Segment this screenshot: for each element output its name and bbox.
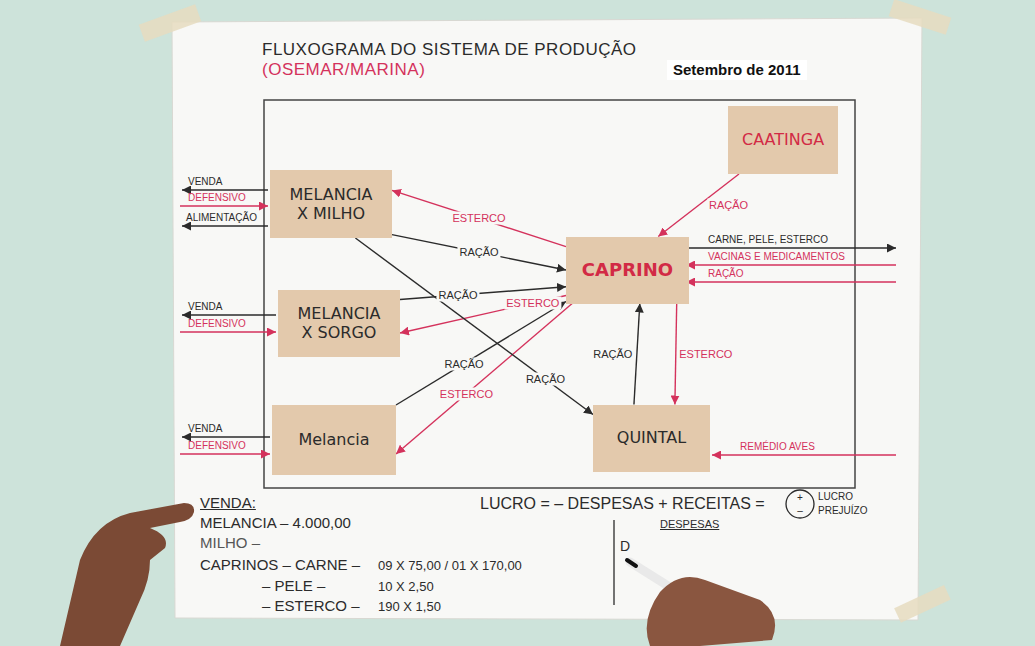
flow-label: VENDA xyxy=(188,301,222,313)
edge-label: ESTERCO xyxy=(677,348,734,361)
pen-tip xyxy=(627,560,636,566)
edge-label: RAÇÃO xyxy=(457,246,500,259)
edge-label: ESTERCO xyxy=(438,387,495,400)
profit-formula: LUCRO = – DESPESAS + RECEITAS = xyxy=(480,494,765,513)
source-box: CAATINGA xyxy=(728,106,838,174)
left-hand xyxy=(60,503,194,646)
input-arrow xyxy=(180,331,276,332)
tape xyxy=(139,4,202,41)
process-box: QUINTAL xyxy=(593,405,710,472)
process-box: CAPRINO xyxy=(566,237,689,304)
output-arrow xyxy=(182,225,268,226)
result-circle xyxy=(786,490,814,518)
sales-heading: VENDA: xyxy=(200,494,256,512)
edge-label: RAÇÃO xyxy=(524,373,567,386)
node-label: Melancia xyxy=(286,430,382,449)
sales-line: MILHO – xyxy=(200,534,260,552)
edge-label: RAÇÃO xyxy=(591,348,634,361)
flow-label: CARNE, PELE, ESTERCO xyxy=(708,234,828,246)
flow-label: VENDA xyxy=(188,423,222,435)
flow-label: VACINAS E MEDICAMENTOS xyxy=(708,251,845,263)
flow-arrow xyxy=(400,295,566,333)
diagram-title: FLUXOGRAMA DO SISTEMA DE PRODUÇÃO (OSEMA… xyxy=(262,40,657,80)
edge-label: RAÇÃO xyxy=(707,199,750,212)
output-arrow xyxy=(182,189,268,190)
edge-label: ESTERCO xyxy=(504,296,561,309)
flow-arrow xyxy=(634,304,640,405)
node-label: QUINTAL xyxy=(607,428,696,447)
node-label: MELANCIA X SORGO xyxy=(292,304,386,342)
flow-label: DEFENSIVO xyxy=(188,318,246,330)
output-arrow xyxy=(182,314,276,315)
sales-value: 09 X 75,00 / 01 X 170,00 xyxy=(378,558,522,574)
sales-line: MELANCIA – 4.000,00 xyxy=(200,514,351,532)
process-box: Melancia xyxy=(272,405,396,475)
input-arrow xyxy=(180,205,268,206)
divider-line xyxy=(613,520,614,605)
tape xyxy=(894,585,951,623)
tape xyxy=(889,0,952,35)
sales-line: CAPRINOS – CARNE – xyxy=(200,556,360,574)
sign-symbol: – xyxy=(797,505,803,517)
node-label: CAATINGA xyxy=(742,130,824,149)
process-box: MELANCIA X MILHO xyxy=(270,170,392,238)
flow-arrow xyxy=(396,301,566,405)
edge-label: ESTERCO xyxy=(450,212,507,225)
node-label: MELANCIA X MILHO xyxy=(284,185,378,223)
input-arrow xyxy=(686,264,896,265)
written-letter: D xyxy=(620,538,630,555)
sign-symbol: + xyxy=(797,492,803,504)
right-hand xyxy=(647,577,775,646)
edge-label: RAÇÃO xyxy=(442,357,485,370)
sales-line: – ESTERCO – xyxy=(262,597,360,615)
input-arrow xyxy=(712,454,896,455)
process-box: MELANCIA X SORGO xyxy=(278,290,400,357)
output-arrow xyxy=(182,436,270,437)
input-arrow xyxy=(180,453,270,454)
flow-label: VENDA xyxy=(188,176,222,188)
input-arrow xyxy=(686,281,896,282)
node-label: CAPRINO xyxy=(580,259,675,281)
output-arrow xyxy=(686,247,896,248)
system-frame xyxy=(264,100,855,488)
flow-arrow xyxy=(392,235,566,270)
expenses-heading: DESPESAS xyxy=(660,518,719,531)
paper-sheet xyxy=(172,18,922,620)
flow-label: RAÇÃO xyxy=(708,268,744,280)
flow-label: DEFENSIVO xyxy=(188,192,246,204)
result-label: LUCRO xyxy=(818,491,853,503)
sales-value: 10 X 2,50 xyxy=(378,579,434,595)
flow-label: REMÉDIO AVES xyxy=(740,441,815,453)
date-note: Setembro de 2011 xyxy=(667,60,807,80)
flow-label: ALIMENTAÇÃO xyxy=(186,212,257,224)
flow-arrow xyxy=(396,304,572,455)
flow-label: DEFENSIVO xyxy=(188,440,246,452)
sales-line: – PELE – xyxy=(262,577,325,595)
result-label: PREJUÍZO xyxy=(818,505,867,517)
sales-value: 190 X 1,50 xyxy=(378,599,441,615)
edge-label: RAÇÃO xyxy=(437,289,480,302)
flow-arrow xyxy=(392,190,566,246)
